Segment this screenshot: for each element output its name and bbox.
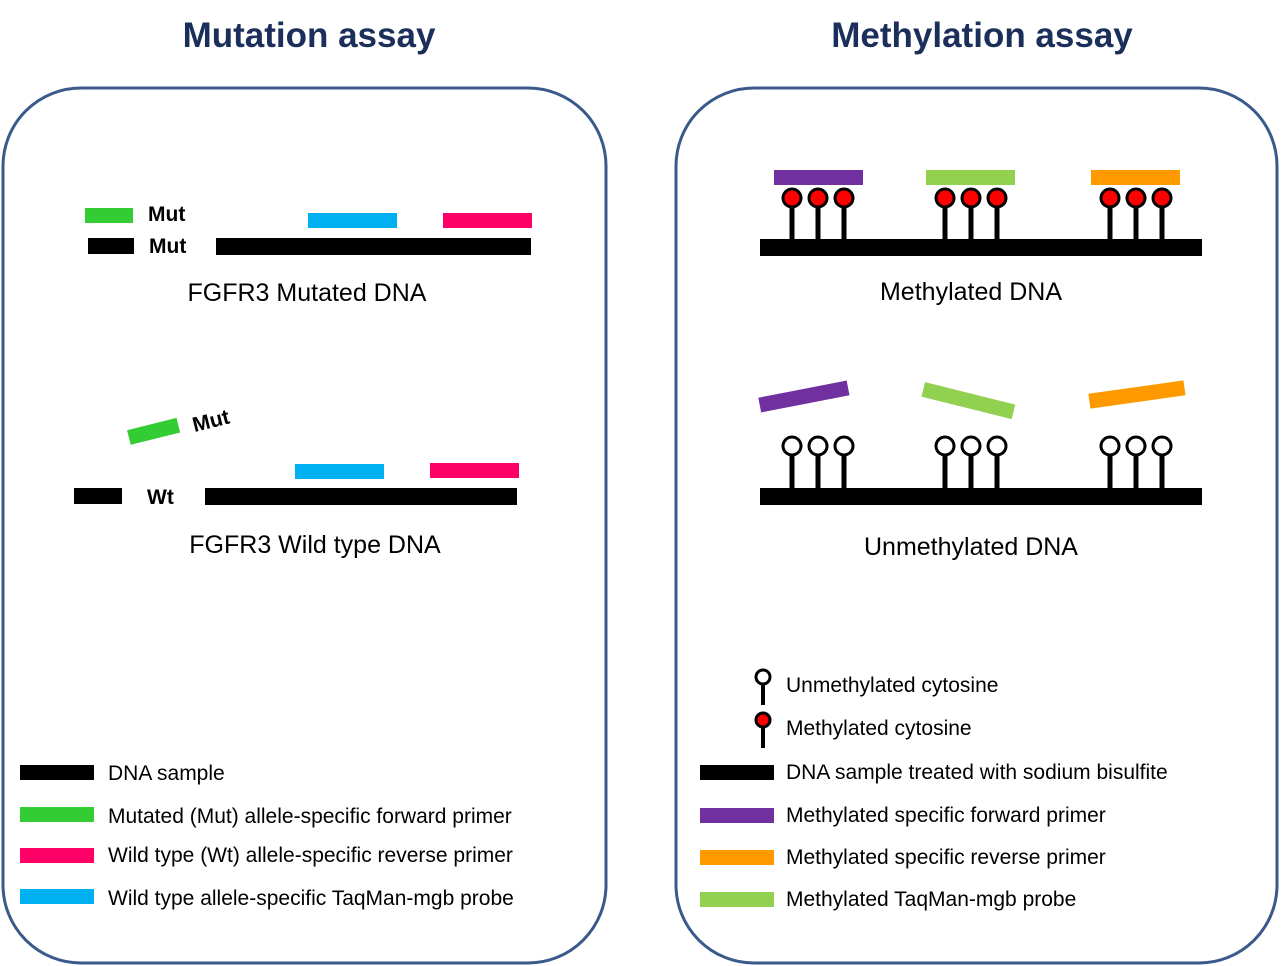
meth-forward-primer-unbound [758, 380, 850, 413]
unmethylated-dna-diagram: Unmethylated DNA [758, 380, 1202, 561]
methylated-cpg-sites [781, 187, 1173, 241]
mutation-assay-title: Mutation assay [183, 16, 436, 55]
legend-swatch-mut-primer [20, 807, 94, 822]
legend-swatch-wt-reverse-primer [20, 848, 94, 863]
unmethylated-cytosine-icon [1125, 435, 1147, 457]
legend-label: Methylated specific forward primer [786, 804, 1106, 827]
legend-label: Mutated (Mut) allele-specific forward pr… [108, 805, 512, 828]
dna-segment-short [74, 488, 122, 504]
legend-label: Methylated specific reverse primer [786, 846, 1106, 869]
wt-probe [295, 464, 384, 479]
legend-swatch-dna [20, 765, 94, 780]
wt-reverse-primer [443, 213, 532, 228]
mutated-dna-caption: FGFR3 Mutated DNA [188, 279, 427, 307]
mutated-dna-diagram: Mut Mut FGFR3 Mutated DNA [85, 203, 532, 307]
mut-dna-label: Mut [149, 235, 186, 258]
methylation-assay-panel [674, 86, 1279, 965]
cytosine-symbol-legend: Unmethylated cytosine Methylated cytosin… [754, 668, 998, 748]
legend-label: Methylated TaqMan-mgb probe [786, 888, 1076, 911]
symbol-legend-label: Unmethylated cytosine [786, 674, 998, 697]
dna-segment-short [88, 238, 134, 254]
unmethylated-cytosine-icon [986, 435, 1008, 457]
meth-reverse-primer [1091, 170, 1180, 185]
methylated-cytosine-icon [1099, 187, 1121, 209]
legend-label: DNA sample treated with sodium bisulfite [786, 761, 1168, 784]
legend-label: Wild type allele-specific TaqMan-mgb pro… [108, 887, 514, 910]
methylated-dna-caption: Methylated DNA [880, 278, 1062, 306]
dna-strand [205, 488, 517, 505]
mut-primer-label: Mut [148, 203, 185, 226]
mut-forward-primer-unbound [127, 417, 181, 445]
dna-strand [216, 238, 531, 255]
unmethylated-cpg-sites [781, 435, 1173, 490]
unmethylated-cytosine-icon [1099, 435, 1121, 457]
unmethylated-cytosine-icon [960, 435, 982, 457]
legend-swatch-meth-probe [700, 892, 774, 907]
symbol-legend-label: Methylated cytosine [786, 717, 972, 740]
unmethylated-cytosine-icon [781, 435, 803, 457]
methylated-dna-diagram: Methylated DNA [760, 170, 1202, 306]
methylation-assay-title: Methylation assay [831, 16, 1133, 55]
dna-strand [760, 488, 1202, 505]
legend-label: DNA sample [108, 762, 225, 785]
unmethylated-cytosine-icon [807, 435, 829, 457]
methylated-cytosine-icon [1125, 187, 1147, 209]
legend-swatch-meth-forward-primer [700, 808, 774, 823]
dna-strand [760, 239, 1202, 256]
meth-probe-unbound [921, 382, 1016, 420]
unmethylated-cytosine-icon [754, 668, 772, 686]
wt-dna-label: Wt [147, 486, 174, 509]
unmethylated-cytosine-icon [1151, 435, 1173, 457]
mutation-assay-panel [1, 86, 608, 965]
legend-swatch-meth-reverse-primer [700, 850, 774, 865]
wild-type-dna-diagram: Mut Wt FGFR3 Wild type DNA [74, 406, 519, 559]
mutation-legend: DNA sample Mutated (Mut) allele-specific… [20, 762, 514, 910]
legend-swatch-dna [700, 765, 774, 780]
legend-label: Wild type (Wt) allele-specific reverse p… [108, 844, 513, 867]
methylated-cytosine-icon [934, 187, 956, 209]
meth-probe [926, 170, 1015, 185]
wild-type-dna-caption: FGFR3 Wild type DNA [189, 531, 441, 559]
methylated-cytosine-icon [833, 187, 855, 209]
mut-forward-primer [85, 208, 133, 223]
methylated-cytosine-icon [754, 711, 772, 729]
unmethylated-cytosine-icon [934, 435, 956, 457]
methylated-cytosine-icon [1151, 187, 1173, 209]
wt-reverse-primer [430, 463, 519, 478]
legend-swatch-wt-probe [20, 889, 94, 904]
methylated-cytosine-icon [986, 187, 1008, 209]
methylation-legend: DNA sample treated with sodium bisulfite… [700, 761, 1168, 911]
meth-forward-primer [774, 170, 863, 185]
unmethylated-dna-caption: Unmethylated DNA [864, 533, 1078, 561]
methylated-cytosine-icon [960, 187, 982, 209]
methylated-cytosine-icon [781, 187, 803, 209]
methylated-cytosine-icon [807, 187, 829, 209]
unmethylated-cytosine-icon [833, 435, 855, 457]
wt-probe [308, 213, 397, 228]
meth-reverse-primer-unbound [1088, 380, 1186, 409]
